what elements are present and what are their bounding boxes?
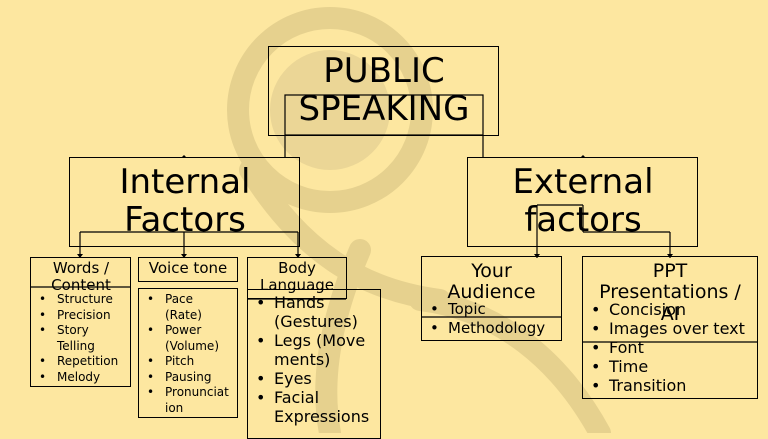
list-item: Pronunciation xyxy=(143,385,229,416)
your-audience-label: Your Audience xyxy=(447,260,536,304)
list-item: Topic xyxy=(426,300,560,319)
list-item: Precision xyxy=(35,308,131,324)
list-item: Legs (Movements) xyxy=(252,331,374,369)
list-item: Pitch xyxy=(143,354,233,370)
list-item: Font xyxy=(587,338,757,357)
voice-tone-header-box xyxy=(138,257,238,282)
list-item: Melody xyxy=(35,370,131,386)
ppt-presentations-box xyxy=(582,256,758,399)
list-item: Eyes xyxy=(252,369,374,388)
list-item: Story Telling xyxy=(35,323,103,354)
list-item: Repetition xyxy=(35,354,131,370)
list-item: Time xyxy=(587,357,757,376)
ppt-presentations-list: Concision Images over text Font Time Tra… xyxy=(587,300,757,395)
voice-tone-list-box xyxy=(138,288,238,418)
list-item: Pace (Rate) xyxy=(143,292,233,323)
words-content-label: Words / Content xyxy=(51,259,111,294)
words-content-list: Structure Precision Story Telling Repeti… xyxy=(35,292,131,385)
list-item: Structure xyxy=(35,292,131,308)
list-item: Images over text xyxy=(587,319,757,338)
list-item: Power (Volume) xyxy=(143,323,219,354)
external-factors-label: External factors xyxy=(512,162,654,241)
list-item: Concision xyxy=(587,300,757,319)
public-speaking-box xyxy=(268,46,499,136)
your-audience-list: Topic Methodology xyxy=(426,300,560,338)
internal-factors-label: Internal Factors xyxy=(119,162,251,241)
voice-tone-list: Pace (Rate) Power (Volume) Pitch Pausing… xyxy=(143,292,233,416)
main-title: PUBLIC SPEAKING xyxy=(298,51,470,130)
internal-factors-box xyxy=(69,157,300,247)
list-item: Methodology xyxy=(426,319,560,338)
list-item: Transition xyxy=(587,376,757,395)
body-language-list: Hands (Gestures) Legs (Movements) Eyes F… xyxy=(252,293,374,426)
voice-tone-label: Voice tone xyxy=(148,259,228,277)
list-item: Hands (Gestures) xyxy=(252,293,374,331)
list-item: Facial Expressions xyxy=(252,388,374,426)
list-item: Pausing xyxy=(143,370,233,386)
your-audience-box xyxy=(421,256,562,341)
external-factors-box xyxy=(467,157,698,247)
body-language-label: Body Language xyxy=(259,259,335,294)
